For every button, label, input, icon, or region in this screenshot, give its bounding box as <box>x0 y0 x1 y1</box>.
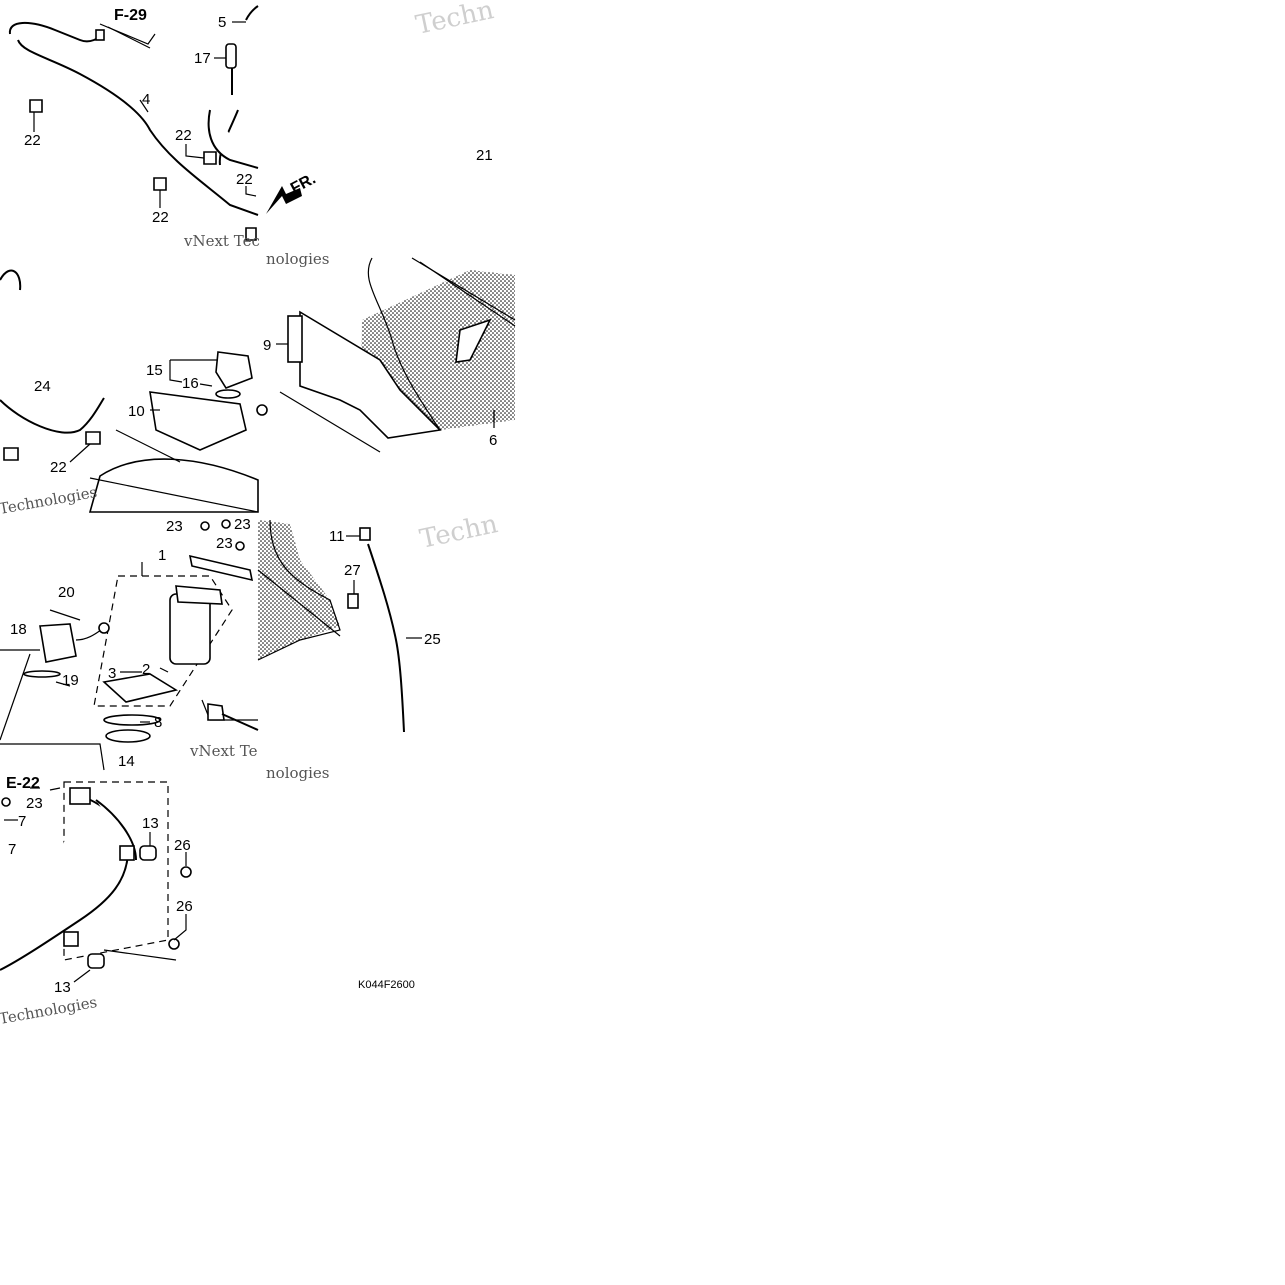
watermark-text: Technologies <box>0 483 98 518</box>
bolt-26 <box>168 938 180 950</box>
callout-23b: 23 <box>234 516 251 533</box>
callout-17: 17 <box>194 50 211 67</box>
callout-6: 6 <box>489 432 497 449</box>
bolt-26 <box>180 866 192 878</box>
callout-22c: 22 <box>175 127 192 144</box>
diagram-code: K044F2600 <box>358 979 415 991</box>
clip-icon <box>29 99 257 241</box>
side-cover-panel <box>299 310 442 439</box>
reference-f29: F-29 <box>114 7 147 24</box>
callout-23d: 23 <box>26 795 43 812</box>
callout-20: 20 <box>58 584 75 601</box>
fuel-filler-cap <box>215 351 253 389</box>
watermark-text: vNext Tec <box>183 232 260 250</box>
pump-assembly-box <box>93 575 233 707</box>
watermark-text: nologies <box>266 764 330 782</box>
callout-13b: 13 <box>54 979 71 996</box>
tile-bottom-center <box>257 519 422 733</box>
hose-end-connector <box>69 787 91 805</box>
nut-icon <box>235 541 245 551</box>
callout-22d: 22 <box>236 171 253 188</box>
callout-4: 4 <box>142 91 150 108</box>
clip-icon <box>3 431 101 461</box>
callout-7b: 7 <box>8 841 16 858</box>
callout-15: 15 <box>146 362 163 379</box>
callout-22e: 22 <box>50 459 67 476</box>
callout-2: 2 <box>142 661 150 678</box>
screw-icon <box>256 404 268 416</box>
callout-24: 24 <box>34 378 51 395</box>
clamp-13 <box>139 845 157 861</box>
cover-clip <box>287 315 303 363</box>
callout-3: 3 <box>108 665 116 682</box>
fuel-pump-bracket <box>149 391 247 451</box>
callout-23c: 23 <box>216 535 233 552</box>
callout-23a: 23 <box>166 518 183 535</box>
watermark-text: Techn <box>413 0 497 41</box>
front-arrow-icon <box>266 186 302 214</box>
watermark-text: Technologies <box>0 993 98 1028</box>
pump-flange <box>188 554 254 582</box>
callout-10: 10 <box>128 403 145 420</box>
callout-7a: 7 <box>18 813 26 830</box>
callout-21: 21 <box>476 147 493 164</box>
callout-14: 14 <box>118 753 135 770</box>
callout-9: 9 <box>263 337 271 354</box>
hose-band <box>63 931 79 947</box>
hose-end-fitting <box>95 29 105 41</box>
o-ring-8 <box>103 714 161 726</box>
nut-icon <box>1 797 11 807</box>
callout-1: 1 <box>158 547 166 564</box>
tile-middle-left <box>0 269 259 513</box>
watermark-text: nologies <box>266 250 330 268</box>
packing-14 <box>105 729 151 743</box>
callout-22b: 22 <box>152 209 169 226</box>
callout-26b: 26 <box>176 898 193 915</box>
o-ring-19 <box>23 670 61 678</box>
fuel-strainer <box>102 673 179 703</box>
cap-gasket <box>215 389 241 399</box>
tile-middle-center <box>256 257 516 453</box>
callout-11: 11 <box>329 528 345 545</box>
watermark-text: Techn <box>417 509 501 555</box>
watermark-text: vNext Te <box>189 742 258 760</box>
fuel-level-sensor <box>39 623 77 663</box>
callout-27: 27 <box>344 562 361 579</box>
callout-16: 16 <box>182 375 199 392</box>
callout-18: 18 <box>10 621 27 638</box>
tile-lowest-left <box>0 781 192 983</box>
tile-top-left <box>8 5 302 241</box>
nut-icon <box>221 519 231 529</box>
hose-connector <box>225 43 237 69</box>
tile-bottom-left <box>0 519 259 771</box>
callout-19: 19 <box>62 672 79 689</box>
fuel-tank-top <box>88 458 259 513</box>
callout-26a: 26 <box>174 837 191 854</box>
hose-band <box>119 845 135 861</box>
clamp-11 <box>359 527 371 541</box>
callout-22a: 22 <box>24 132 41 149</box>
callout-5: 5 <box>218 14 226 31</box>
clamp-13 <box>87 953 105 969</box>
fuel-pump-body <box>169 593 211 665</box>
callout-13a: 13 <box>142 815 159 832</box>
nut-icon <box>200 521 210 531</box>
callout-8: 8 <box>154 714 162 731</box>
reference-e22: E-22 <box>6 775 40 792</box>
callout-25: 25 <box>424 631 441 648</box>
screw-27 <box>347 593 359 609</box>
